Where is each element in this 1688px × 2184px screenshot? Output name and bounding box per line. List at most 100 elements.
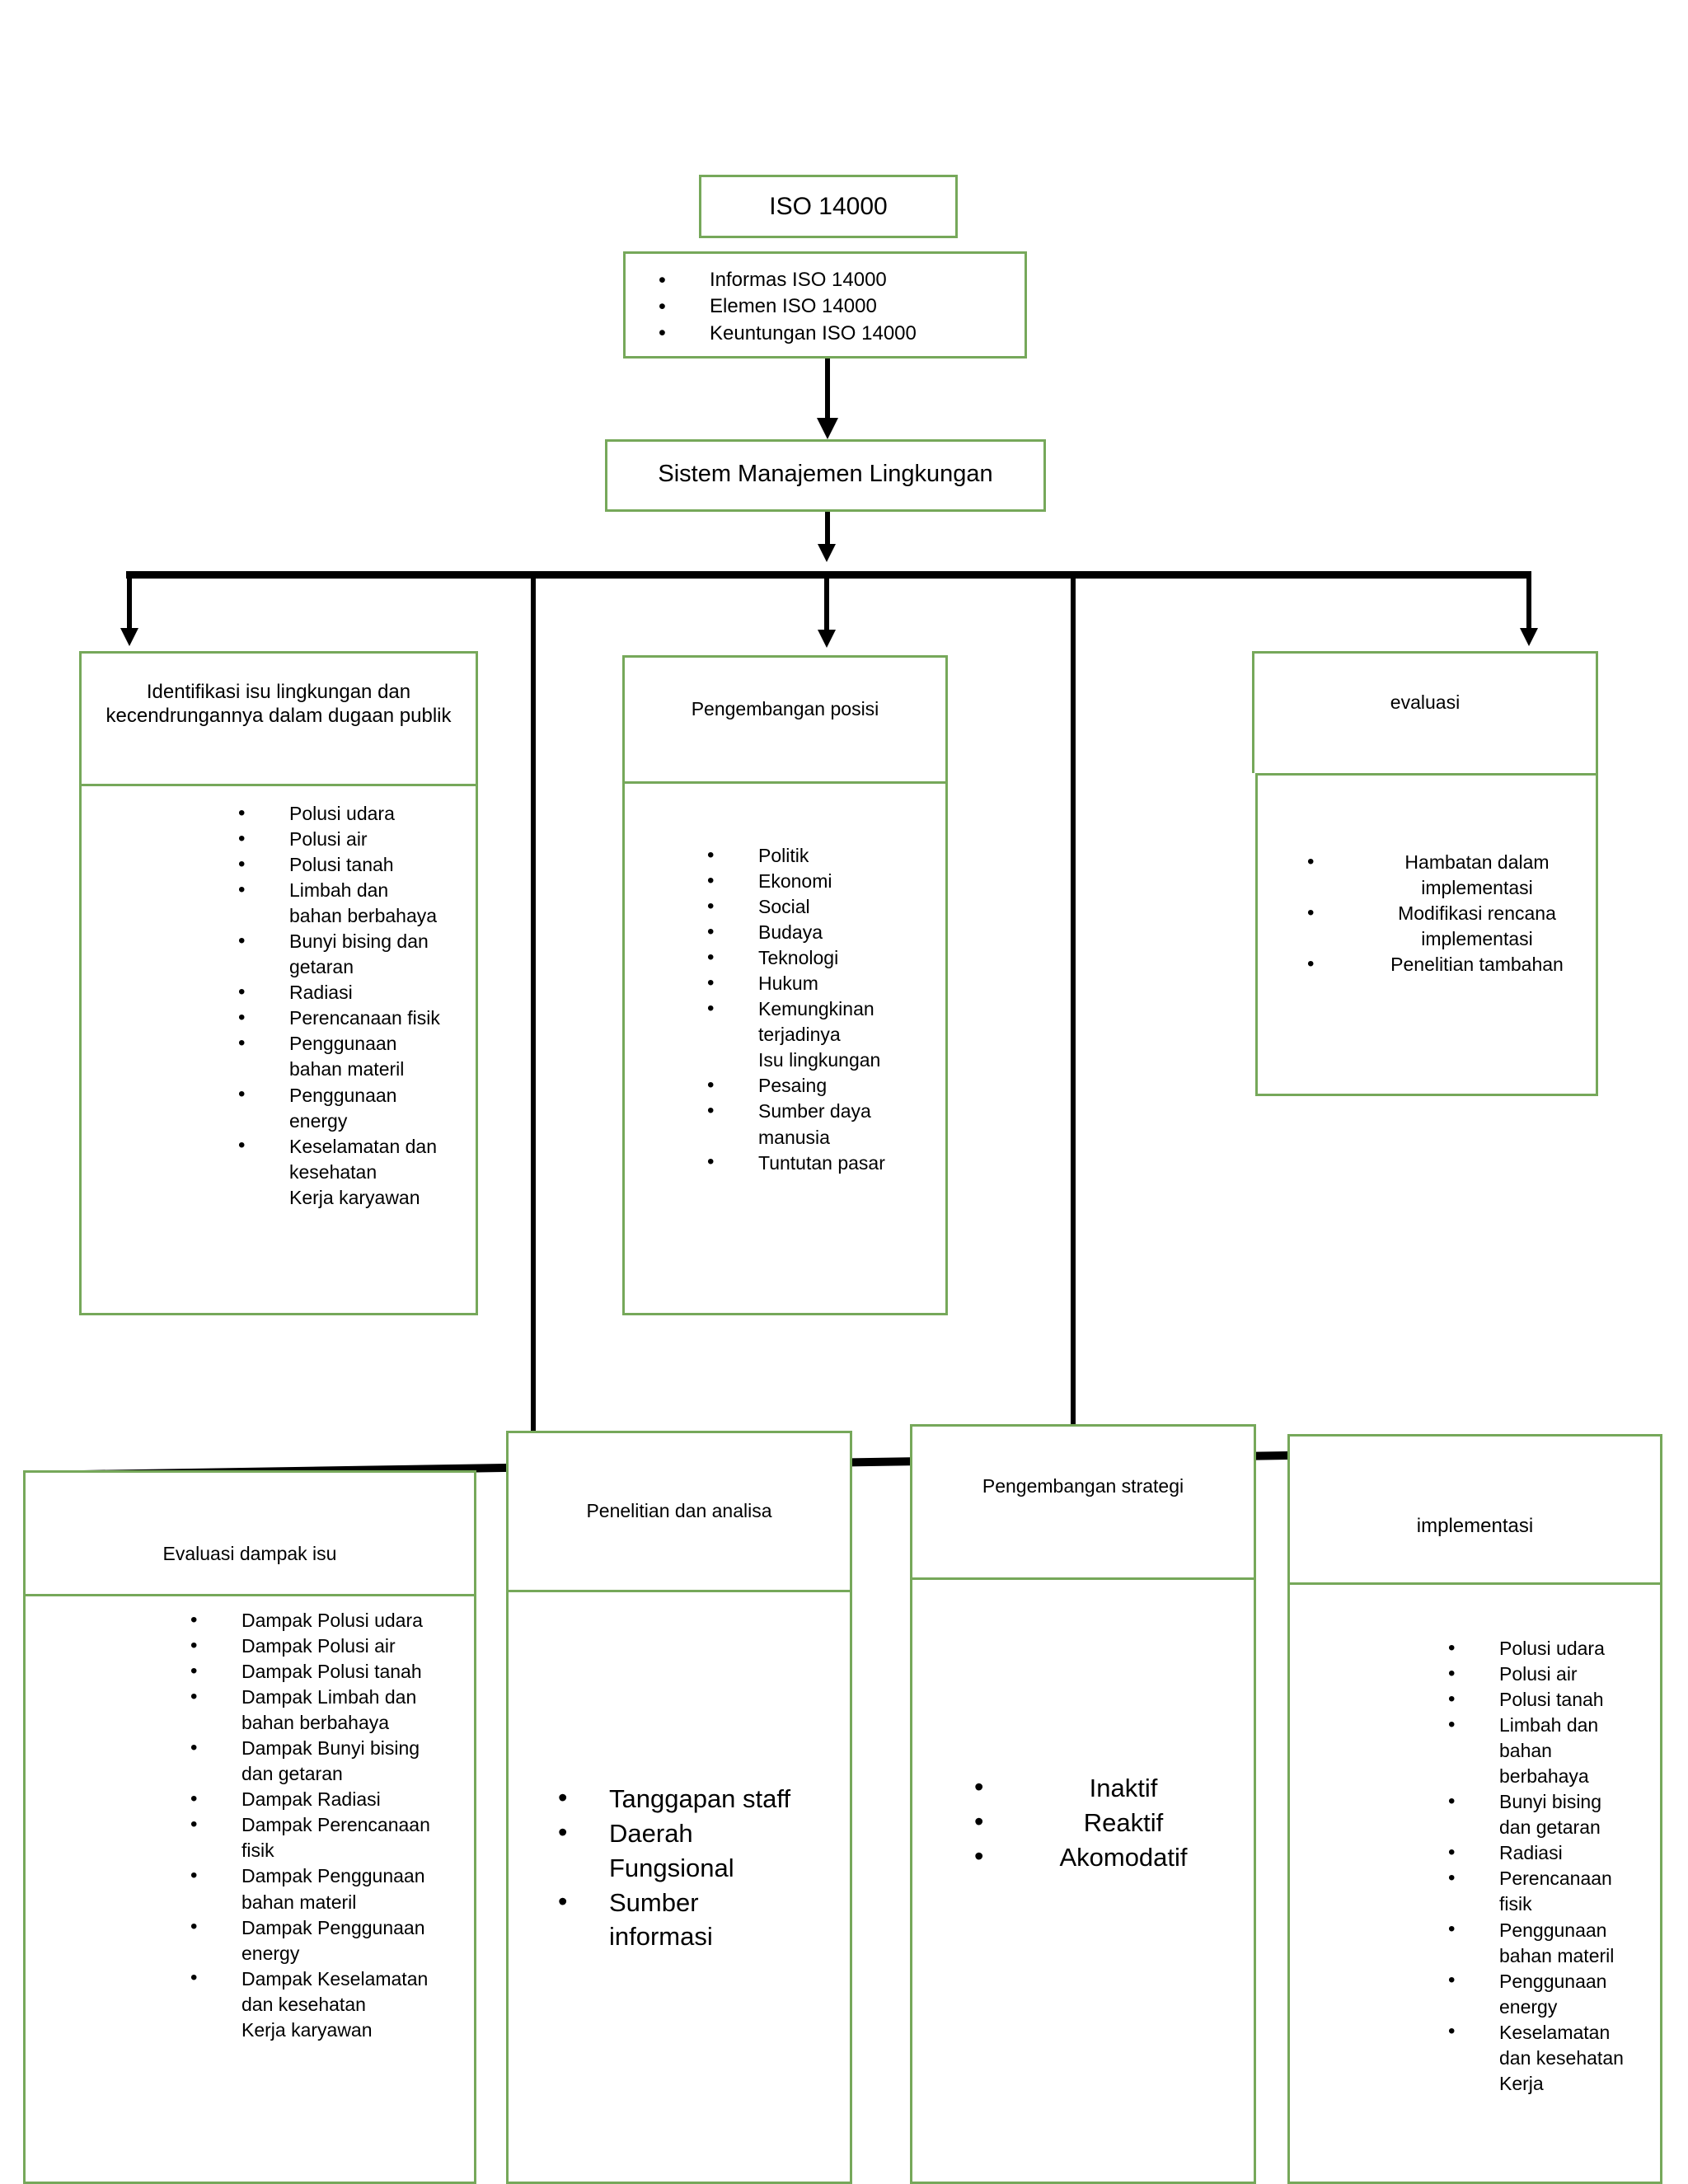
list-item: Dampak Radiasi xyxy=(190,1786,471,1813)
bottom-box-0-list: Dampak Polusi udaraDampak Polusi airDamp… xyxy=(190,1607,471,2043)
connector-arrow-iso-to-system xyxy=(817,418,838,439)
list-item: Tanggapan staff xyxy=(558,1780,838,1816)
connector-line-bus1-right xyxy=(1526,575,1531,640)
list-item: Fungsional xyxy=(609,1853,734,1882)
middle-box-1-list: PolitikEkonomiSocialBudayaTeknologiHukum… xyxy=(707,842,946,1176)
bottom-box-3-header[interactable]: implementasi xyxy=(1287,1434,1662,1582)
middle-box-1-title: Pengembangan posisi xyxy=(691,698,879,719)
list-item: berbahaya xyxy=(1499,1765,1589,1788)
list-item: Penggunaan xyxy=(238,1081,477,1108)
list-item: Teknologi xyxy=(707,944,946,972)
list-item: terjadinya xyxy=(758,1024,841,1046)
list-item: Kemungkinan xyxy=(707,996,946,1023)
list-item: Kerja xyxy=(1499,2072,1544,2094)
bottom-box-1-body[interactable]: Tanggapan staff DaerahFungsionalSumberin… xyxy=(506,1590,852,2184)
bottom-box-1-list: Tanggapan staff DaerahFungsionalSumberin… xyxy=(558,1780,838,1954)
list-item: Penggunaan xyxy=(238,1030,477,1057)
list-item: informasi xyxy=(609,1922,713,1952)
list-item: fisik xyxy=(1499,1893,1532,1915)
list-item: bahan berbahaya xyxy=(289,905,438,927)
list-item: Dampak Polusi udara xyxy=(190,1607,471,1634)
middle-box-2-header[interactable]: evaluasi xyxy=(1252,651,1598,773)
list-item: bahan xyxy=(1499,1740,1552,1762)
list-item: bahan materil xyxy=(1499,1944,1615,1966)
list-item: Daerah xyxy=(558,1815,838,1851)
list-item: Dampak Penggunaan xyxy=(190,1863,471,1890)
list-item: Social xyxy=(707,893,946,921)
list-item: Reaktif xyxy=(974,1804,1221,1840)
list-item: dan getaran xyxy=(241,1763,343,1785)
middle-box-2-title: evaluasi xyxy=(1390,691,1461,713)
list-item: Limbah dan xyxy=(238,877,477,904)
connector-arrow-bus1-left xyxy=(120,628,138,646)
list-item: Penggunaan xyxy=(1448,1967,1658,1994)
list-item: Polusi air xyxy=(238,826,477,853)
list-item: Kerja karyawan xyxy=(241,2018,373,2041)
list-item: Polusi udara xyxy=(238,800,477,827)
bottom-box-3-title: implementasi xyxy=(1416,1515,1534,1537)
iso-title-box[interactable]: ISO 14000 xyxy=(699,175,958,238)
list-item: manusia xyxy=(758,1126,830,1148)
middle-box-2-body[interactable]: Hambatan dalamimplementasiModifikasi ren… xyxy=(1255,773,1598,1096)
connector-arrow-system-to-bus1 xyxy=(818,544,836,562)
distribution-bus-top xyxy=(126,571,1531,579)
list-item: implementasi xyxy=(1421,877,1533,899)
list-item: Polusi udara xyxy=(1448,1635,1658,1662)
list-item: Keselamatan xyxy=(1448,2018,1658,2046)
connector-arrow-bus1-right xyxy=(1520,628,1538,646)
list-item: Akomodatif xyxy=(974,1839,1221,1875)
list-item: getaran xyxy=(289,956,354,978)
bottom-box-3-list: Polusi udaraPolusi airPolusi tanahLimbah… xyxy=(1448,1635,1658,2097)
list-item: Limbah dan xyxy=(1448,1712,1658,1739)
list-item: Hukum xyxy=(707,970,946,997)
list-item: dan getaran xyxy=(1499,1816,1601,1839)
list-item: Isu lingkungan xyxy=(758,1049,881,1071)
connector-line-bus1-passthrough-1 xyxy=(531,575,536,1474)
connector-line-bus1-center xyxy=(824,575,829,641)
list-item: Sumber daya xyxy=(707,1098,946,1125)
list-item: Dampak Limbah dan xyxy=(190,1684,471,1711)
list-item: Radiasi xyxy=(238,979,477,1006)
bottom-box-0-header[interactable]: Evaluasi dampak isu xyxy=(23,1470,476,1594)
list-item: Elemen ISO 14000 xyxy=(659,293,1013,321)
list-item: Penggunaan xyxy=(1448,1916,1658,1943)
bottom-box-0-title: Evaluasi dampak isu xyxy=(162,1543,337,1564)
bottom-box-0-body[interactable]: Dampak Polusi udaraDampak Polusi airDamp… xyxy=(23,1594,476,2184)
middle-box-1-header[interactable]: Pengembangan posisi xyxy=(622,655,948,781)
middle-box-0-header[interactable]: Identifikasi isu lingkungan dan kecendru… xyxy=(79,651,478,784)
list-item: dan kesehatan xyxy=(1499,2046,1624,2069)
connector-line-system-to-bus1 xyxy=(825,512,830,551)
list-item: Radiasi xyxy=(1448,1840,1658,1867)
list-item: Dampak Perencanaan xyxy=(190,1811,471,1839)
bottom-box-2-header[interactable]: Pengembangan strategi xyxy=(910,1424,1256,1577)
list-item: Keselamatan dan xyxy=(238,1132,477,1160)
list-item: Dampak Polusi air xyxy=(190,1633,471,1660)
bottom-box-3-body[interactable]: Polusi udaraPolusi airPolusi tanahLimbah… xyxy=(1287,1582,1662,2184)
bottom-box-2-title: Pengembangan strategi xyxy=(982,1475,1184,1497)
list-item: Bunyi bising xyxy=(1448,1788,1658,1816)
middle-box-1-body[interactable]: PolitikEkonomiSocialBudayaTeknologiHukum… xyxy=(622,781,948,1315)
list-item: Perencanaan fisik xyxy=(238,1005,477,1032)
list-item: Ekonomi xyxy=(707,868,946,895)
bottom-box-1-header[interactable]: Penelitian dan analisa xyxy=(506,1431,852,1590)
list-item: Bunyi bising dan xyxy=(238,928,477,955)
system-management-box[interactable]: Sistem Manajemen Lingkungan xyxy=(605,439,1046,512)
iso-detail-box[interactable]: Informas ISO 14000 Elemen ISO 14000 Keun… xyxy=(623,251,1027,359)
connector-arrow-bus1-center xyxy=(818,630,836,648)
list-item: fisik xyxy=(241,1840,274,1862)
list-item: Perencanaan xyxy=(1448,1865,1658,1892)
list-item: Pesaing xyxy=(707,1072,946,1099)
list-item: dan kesehatan xyxy=(241,1993,366,2015)
list-item: bahan berbahaya xyxy=(241,1712,390,1734)
list-item: Sumber xyxy=(558,1884,838,1920)
iso-detail-list: Informas ISO 14000 Elemen ISO 14000 Keun… xyxy=(659,265,1013,347)
list-item: energy xyxy=(1499,1995,1558,2018)
bottom-box-2-body[interactable]: InaktifReaktifAkomodatif xyxy=(910,1577,1256,2184)
list-item: Dampak Polusi tanah xyxy=(190,1658,471,1685)
list-item: Tuntutan pasar xyxy=(707,1149,946,1176)
list-item: kesehatan xyxy=(289,1160,377,1183)
list-item: Inaktif xyxy=(974,1769,1221,1806)
connector-line-iso-to-system xyxy=(825,359,830,423)
middle-box-0-body[interactable]: Polusi udaraPolusi airPolusi tanahLimbah… xyxy=(79,784,478,1315)
